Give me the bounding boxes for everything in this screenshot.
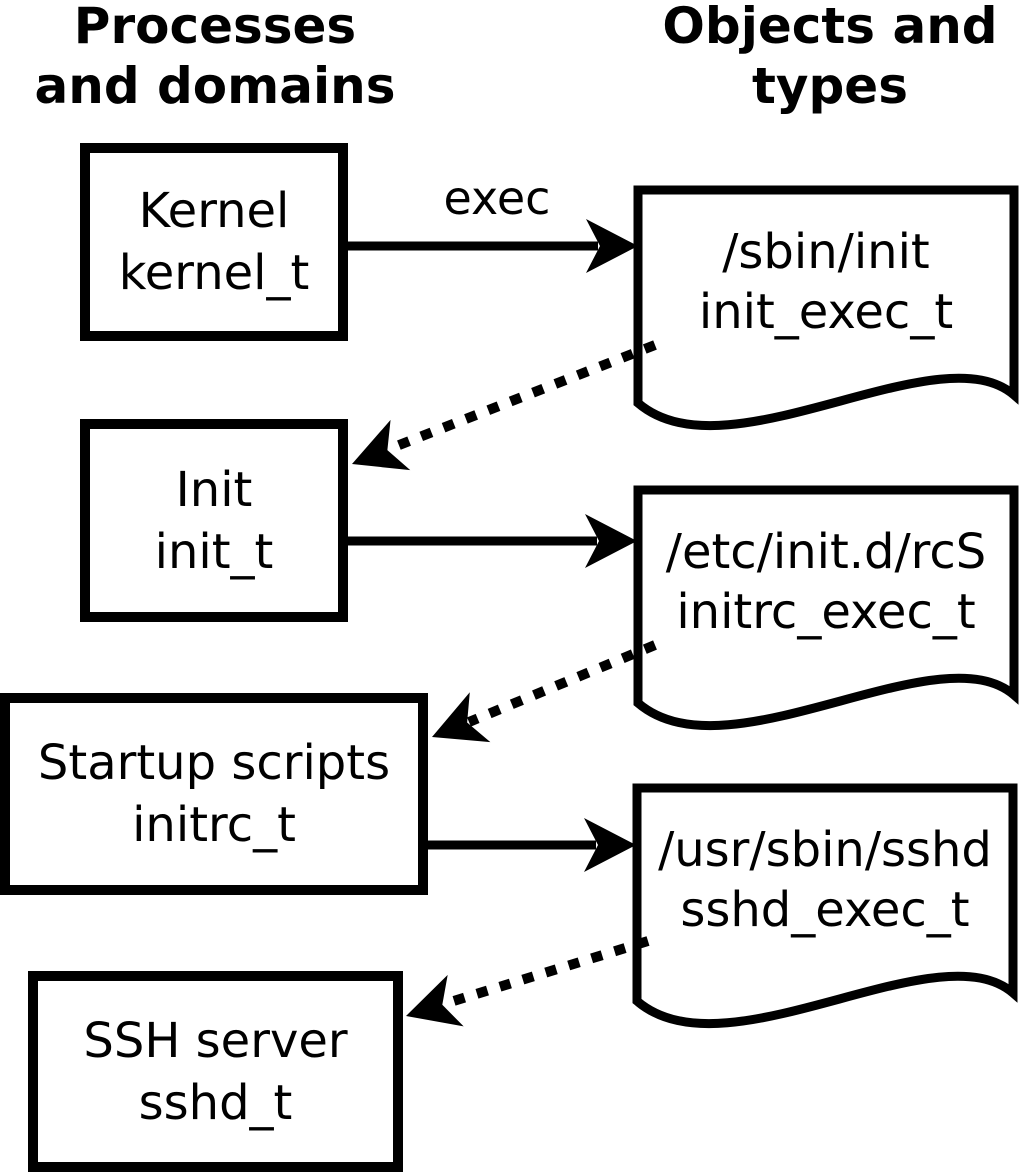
process-domain: sshd_t (138, 1074, 293, 1131)
object-type: sshd_exec_t (680, 882, 970, 938)
arrowhead-icon (584, 818, 636, 872)
process-domain: init_t (154, 523, 274, 580)
process-box-kernel: Kernel kernel_t (80, 143, 348, 341)
object-path: /usr/sbin/sshd (658, 822, 992, 878)
process-box-ssh-server: SSH server sshd_t (28, 971, 403, 1172)
column-title-processes-line1: Processes (73, 0, 357, 55)
object-type: initrc_exec_t (676, 584, 976, 640)
object-path: /sbin/init (722, 224, 930, 280)
object-label-usr-sbin-sshd: /usr/sbin/sshd sshd_exec_t (637, 820, 1013, 940)
transition-arrow-to-initrc (432, 640, 657, 743)
arrowhead-icon (585, 514, 637, 568)
process-name: Startup scripts (37, 735, 391, 791)
process-domain: initrc_t (132, 797, 296, 853)
process-domain: kernel_t (118, 245, 310, 301)
column-title-objects: Objects and types (630, 0, 1024, 116)
exec-arrow-initrc-to-sshd (428, 818, 636, 872)
column-title-objects-line1: Objects and (662, 0, 998, 55)
transition-arrow-to-init (352, 340, 657, 471)
object-label-sbin-init: /sbin/init init_exec_t (638, 222, 1014, 342)
document-shape-etc-initd-rcs (633, 485, 1019, 731)
arrowhead-icon (586, 219, 638, 273)
document-shape-sbin-init (633, 185, 1019, 431)
exec-arrow-kernel-to-sbin-init (348, 219, 638, 273)
exec-edge-label: exec (443, 171, 551, 225)
object-type: init_exec_t (698, 284, 954, 340)
object-label-etc-initd-rcs: /etc/init.d/rcS initrc_exec_t (638, 522, 1014, 642)
arrowhead-icon (352, 419, 411, 471)
process-name: Kernel (138, 183, 290, 239)
process-box-startup-scripts: Startup scripts initrc_t (0, 693, 428, 895)
document-shape-usr-sbin-sshd (632, 783, 1018, 1029)
column-title-objects-line2: types (752, 57, 908, 115)
arrowhead-icon (406, 974, 464, 1027)
transition-arrow-to-sshd (406, 936, 650, 1027)
process-name: Init (175, 461, 253, 518)
object-path: /etc/init.d/rcS (665, 524, 987, 580)
column-title-processes: Processes and domains (0, 0, 430, 116)
process-box-init: Init init_t (80, 419, 348, 622)
arrowhead-icon (432, 692, 491, 743)
exec-arrow-init-to-rcs (348, 514, 637, 568)
process-name: SSH server (83, 1012, 348, 1069)
column-title-processes-line2: and domains (34, 57, 396, 115)
